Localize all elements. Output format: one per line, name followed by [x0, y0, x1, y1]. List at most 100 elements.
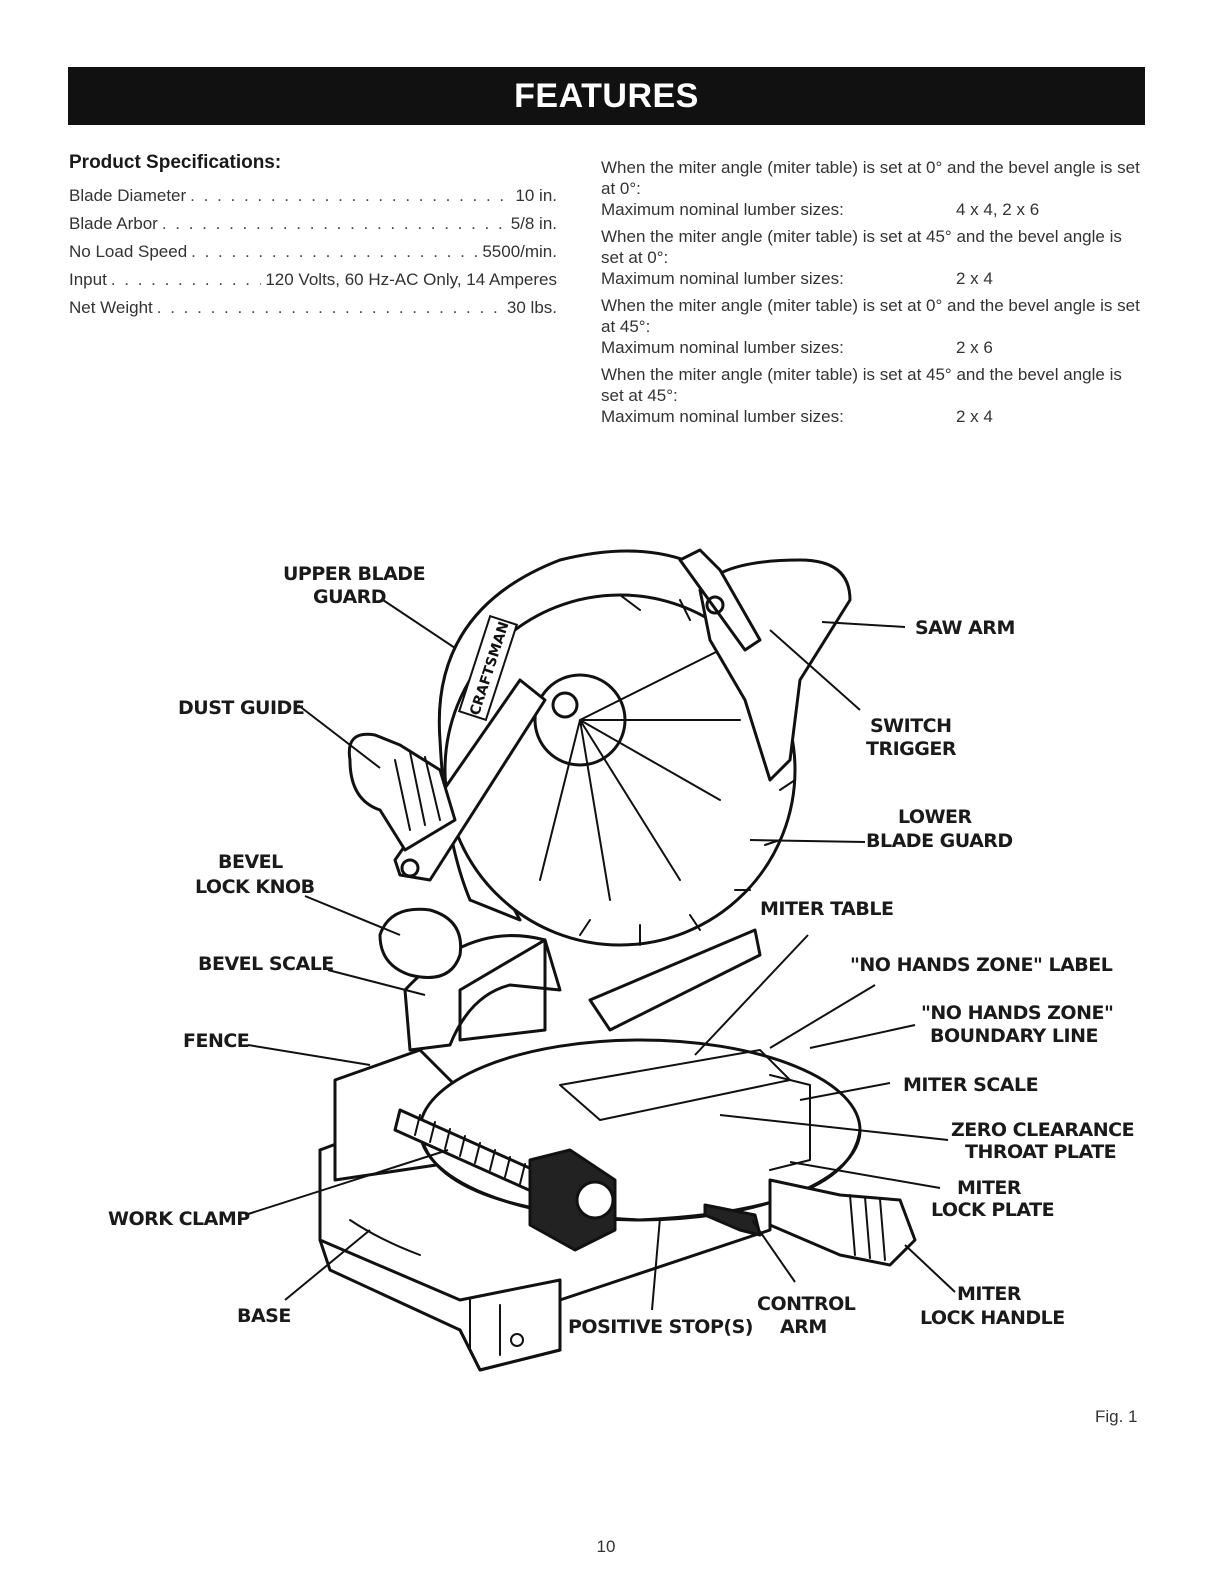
throat-plate-drawing	[559, 1049, 791, 1121]
leader-miter-lock-plate	[789, 1161, 941, 1189]
label-upper-blade-guard-1: UPPER BLADE	[283, 563, 425, 585]
label-throat-plate-1: ZERO CLEARANCE	[951, 1119, 1134, 1141]
spec-label: Net Weight	[69, 298, 153, 317]
label-saw-arm: SAW ARM	[915, 617, 1015, 639]
spec-label: Blade Diameter	[69, 186, 187, 205]
leader-fence	[247, 1044, 371, 1066]
label-lower-blade-guard-2: BLADE GUARD	[866, 830, 1013, 852]
control-arm-drawing	[703, 1203, 762, 1237]
label-boundary-line-1: "NO HANDS ZONE"	[921, 1002, 1113, 1024]
label-bevel-scale: BEVEL SCALE	[198, 953, 334, 975]
guard-link-pivot	[400, 858, 420, 878]
capacity-item: When the miter angle (miter table) is se…	[601, 364, 1146, 427]
leader-boundary-line	[809, 1024, 916, 1049]
label-fence: FENCE	[183, 1030, 249, 1052]
spec-label: Blade Arbor	[69, 214, 158, 233]
capacity-max-value: 2 x 4	[956, 269, 993, 288]
capacity-item: When the miter angle (miter table) is se…	[601, 226, 1146, 289]
capacity-max-value: 2 x 6	[956, 338, 993, 357]
spec-value: 30 lbs.	[506, 298, 557, 317]
spec-value: 5500/min.	[482, 242, 557, 261]
capacity-condition: When the miter angle (miter table) is se…	[601, 296, 1140, 336]
label-throat-plate-2: THROAT PLATE	[965, 1141, 1116, 1163]
capacity-max-row: Maximum nominal lumber sizes: 2 x 4	[601, 406, 1146, 427]
leader-miter-table	[694, 934, 809, 1056]
capacity-max-value: 2 x 4	[956, 407, 993, 426]
label-miter-lock-handle-1: MITER	[957, 1283, 1022, 1305]
leader-no-hands-label	[769, 984, 876, 1049]
miter-lock-handle-grip	[849, 1194, 886, 1261]
label-boundary-line-2: BOUNDARY LINE	[930, 1025, 1098, 1047]
brand-plate-frame	[457, 614, 519, 722]
capacity-condition: When the miter angle (miter table) is se…	[601, 158, 1140, 198]
leader-saw-arm	[821, 621, 906, 628]
spec-value: 5/8 in.	[510, 214, 557, 233]
leader-positive-stops	[651, 1217, 661, 1311]
lumber-capacity-list: When the miter angle (miter table) is se…	[601, 157, 1146, 433]
spec-row-blade-diameter: Blade Diameter . . . . . . . . . . . . .…	[69, 186, 557, 214]
work-clamp-threads	[414, 1114, 526, 1185]
capacity-max-row: Maximum nominal lumber sizes: 2 x 4	[601, 268, 1146, 289]
blade-arbor	[551, 691, 579, 719]
capacity-condition: When the miter angle (miter table) is se…	[601, 365, 1122, 405]
capacity-max-label: Maximum nominal lumber sizes:	[601, 407, 844, 426]
base-slot	[349, 1219, 501, 1356]
leader-dots: . . . . . . . . . . . . . . . . . . . . …	[161, 214, 507, 233]
label-lower-blade-guard-1: LOWER	[898, 806, 973, 828]
leader-bevel-scale	[327, 969, 426, 996]
label-no-hands-zone-label: "NO HANDS ZONE" LABEL	[850, 954, 1113, 976]
capacity-max-label: Maximum nominal lumber sizes:	[601, 200, 844, 219]
label-bevel-lock-knob-1: BEVEL	[218, 851, 283, 873]
specs-title: Product Specifications:	[69, 152, 282, 173]
capacity-item: When the miter angle (miter table) is se…	[601, 295, 1146, 358]
figure-caption: Fig. 1	[1095, 1407, 1138, 1426]
leader-upper-blade-guard	[382, 599, 456, 649]
spec-row-blade-arbor: Blade Arbor . . . . . . . . . . . . . . …	[69, 214, 557, 242]
dust-guide-rings	[394, 751, 441, 831]
bevel-lock-knob-drawing	[378, 907, 463, 979]
capacity-item: When the miter angle (miter table) is se…	[601, 157, 1146, 220]
fence-right	[588, 928, 762, 1032]
label-positive-stops: POSITIVE STOP(S)	[568, 1316, 753, 1338]
base-leg	[458, 1328, 562, 1372]
guard-spokes	[539, 649, 741, 901]
label-control-arm-2: ARM	[780, 1316, 827, 1338]
work-clamp-knob-cap	[575, 1180, 615, 1220]
bevel-pivot	[458, 938, 547, 1042]
capacity-condition: When the miter angle (miter table) is se…	[601, 227, 1122, 267]
miter-lock-handle-drawing	[768, 1178, 917, 1267]
leader-work-clamp	[244, 1149, 449, 1216]
label-switch-trigger-2: TRIGGER	[866, 738, 957, 760]
leader-dots: . . . . . . . . . . . . . . . . . . . . …	[190, 186, 511, 205]
leader-miter-scale	[799, 1082, 891, 1101]
capacity-max-row: Maximum nominal lumber sizes: 4 x 4, 2 x…	[601, 199, 1146, 220]
spec-row-net-weight: Net Weight . . . . . . . . . . . . . . .…	[69, 298, 557, 326]
label-work-clamp: WORK CLAMP	[108, 1208, 250, 1230]
base-hole	[510, 1333, 524, 1347]
capacity-max-value: 4 x 4, 2 x 6	[956, 200, 1040, 219]
base-face	[318, 1148, 562, 1302]
leader-dots: . . . . . . . . . . . . . . . . . . . . …	[156, 298, 503, 317]
leader-lines	[244, 599, 956, 1311]
leader-bevel-lock-knob	[304, 895, 401, 936]
capacity-max-label: Maximum nominal lumber sizes:	[601, 269, 844, 288]
label-control-arm-1: CONTROL	[757, 1293, 856, 1315]
spec-label: Input	[69, 270, 107, 289]
label-miter-lock-plate-2: LOCK PLATE	[931, 1199, 1054, 1221]
page-number: 10	[596, 1537, 616, 1556]
spec-value: 120 Volts, 60 Hz-AC Only, 14 Amperes	[265, 270, 557, 289]
leader-dots: . . . . . . . . . . . . . . . . . . . . …	[191, 242, 478, 261]
label-bevel-lock-knob-2: LOCK KNOB	[195, 876, 315, 898]
leader-dust-guide	[297, 704, 381, 769]
saw-arm-screw	[705, 595, 725, 615]
label-dust-guide: DUST GUIDE	[178, 697, 304, 719]
label-base: BASE	[237, 1305, 291, 1327]
leader-miter-lock-handle	[904, 1244, 956, 1293]
leader-throat-plate	[719, 1114, 949, 1141]
label-miter-lock-plate-1: MITER	[957, 1177, 1022, 1199]
miter-saw-diagram: CRAFTSMAN UPPER BLADE GUARD DUST GUIDE B…	[108, 548, 1135, 1372]
label-miter-table: MITER TABLE	[760, 898, 893, 920]
capacity-max-row: Maximum nominal lumber sizes: 2 x 6	[601, 337, 1146, 358]
leader-lower-blade-guard	[749, 839, 866, 843]
leader-switch-trigger	[769, 629, 861, 711]
